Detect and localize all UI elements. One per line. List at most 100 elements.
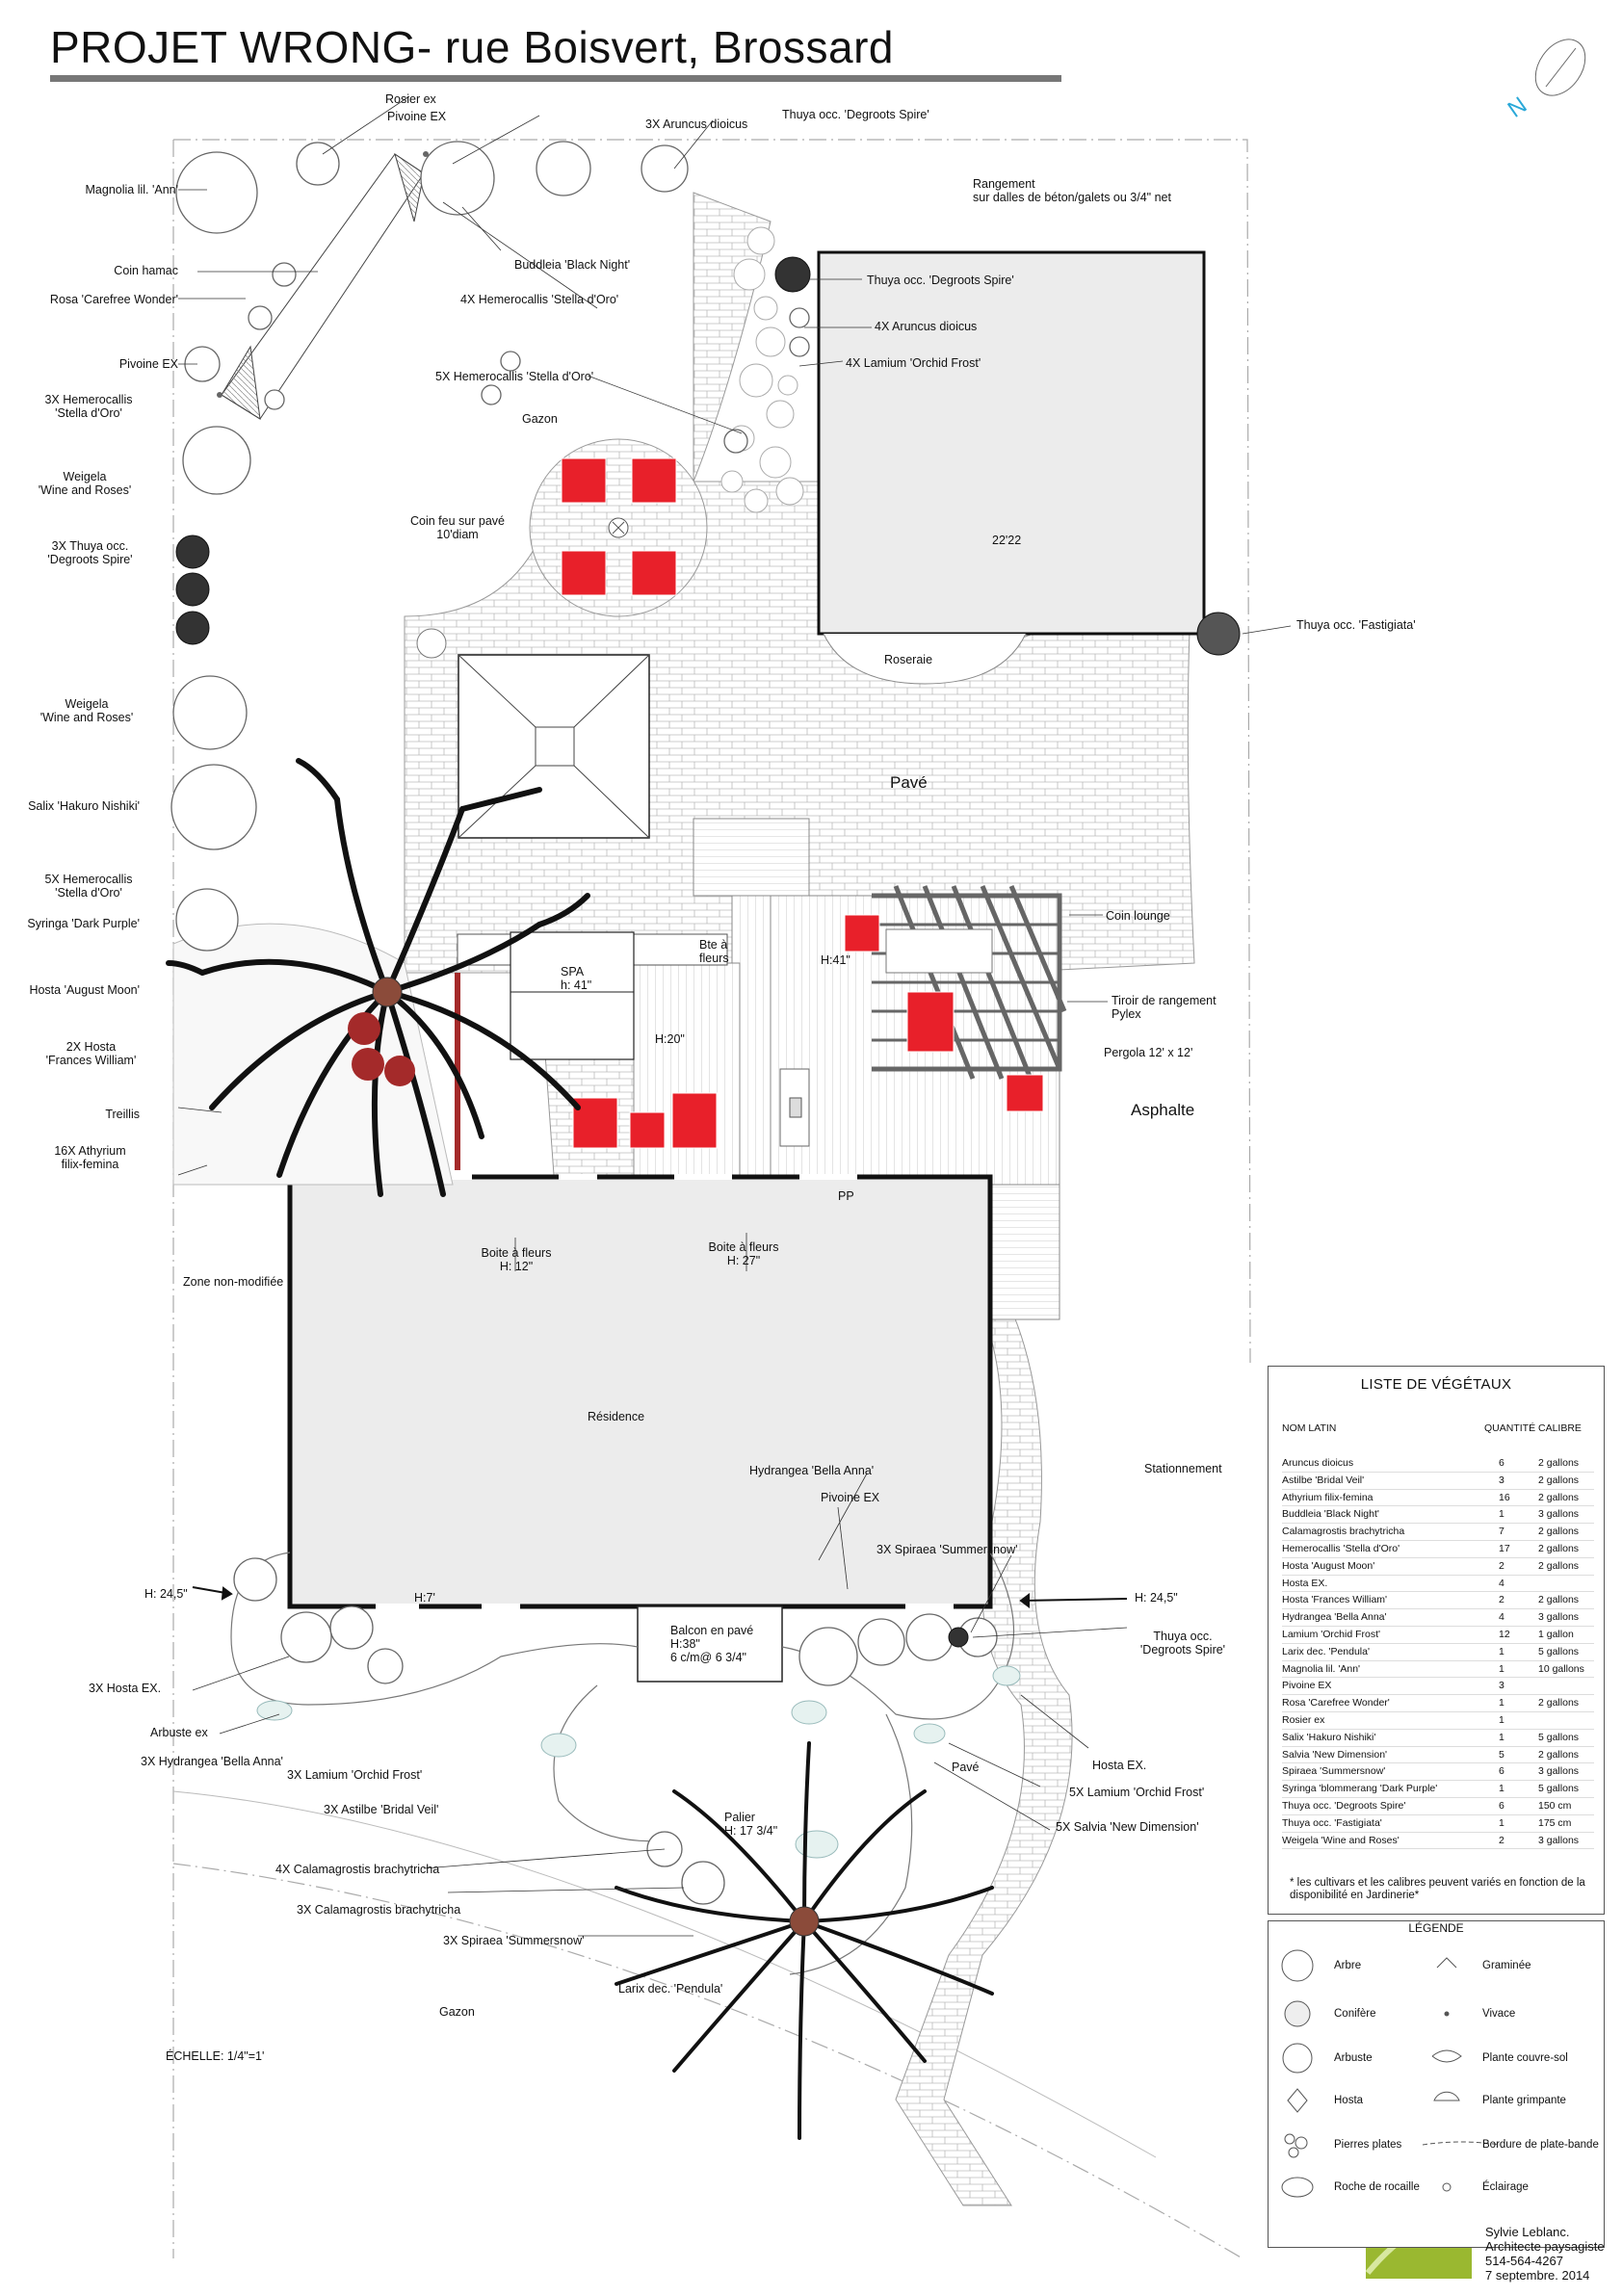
conifers	[175, 256, 1241, 1648]
label-hydrangea-ba: Hydrangea 'Bella Anna'	[749, 1464, 875, 1477]
header-quantite: QUANTITÉ	[1484, 1422, 1536, 1434]
plant-calibre: 2 gallons	[1538, 1474, 1580, 1486]
plant-qty: 17	[1499, 1542, 1510, 1554]
plant-list-panel: LISTE DE VÉGÉTAUX NOM LATIN QUANTITÉ CAL…	[1268, 1366, 1605, 1915]
label-aruncus-top: 3X Aruncus dioicus	[645, 117, 748, 131]
label-h245-right: H: 24,5"	[1135, 1591, 1178, 1605]
label-spiraea-3x-b: 3X Spiraea 'Summersnow'	[443, 1934, 585, 1947]
header-nom: NOM LATIN	[1282, 1422, 1337, 1434]
label-thuya-top: Thuya occ. 'Degroots Spire'	[782, 108, 929, 121]
plant-calibre: 2 gallons	[1538, 1748, 1580, 1761]
plant-name: Hemerocallis 'Stella d'Oro'	[1282, 1542, 1400, 1554]
plant-name: Lamium 'Orchid Frost'	[1282, 1628, 1381, 1640]
plant-name: Hosta 'Frances William'	[1282, 1594, 1388, 1606]
label-hemero-3x: 3X Hemerocallis 'Stella d'Oro'	[44, 393, 133, 420]
author-date: 7 septembre. 2014	[1485, 2268, 1590, 2283]
label-roseraie: Roseraie	[884, 653, 933, 666]
label-weigela-2: Weigela 'Wine and Roses'	[39, 697, 134, 724]
label-coin-hamac: Coin hamac	[114, 264, 178, 277]
label-arbuste-ex: Arbuste ex	[150, 1726, 208, 1739]
plant-calibre: 2 gallons	[1538, 1542, 1580, 1554]
plant-name: Hosta EX.	[1282, 1577, 1328, 1589]
plant-name: Syringa 'blommerang 'Dark Purple'	[1282, 1783, 1438, 1795]
salix-trunk	[372, 977, 403, 1007]
plant-qty: 3	[1499, 1680, 1504, 1692]
fire-chairs	[561, 457, 677, 596]
plant-calibre: 2 gallons	[1538, 1526, 1580, 1538]
plant-calibre: 3 gallons	[1538, 1508, 1580, 1521]
plant-calibre: 3 gallons	[1538, 1834, 1580, 1846]
label-salvia-5x: 5X Salvia 'New Dimension'	[1056, 1820, 1199, 1834]
salix-canopy-marks	[348, 1012, 415, 1086]
plant-calibre: 10 gallons	[1538, 1662, 1584, 1675]
label-athyrium: 16X Athyrium filix-femina	[54, 1144, 126, 1171]
plant-list-note: * les cultivars et les calibres peuvent …	[1290, 1877, 1585, 1901]
legend-graminee: Graminée	[1482, 1960, 1531, 1971]
page-title: PROJET WRONG- rue Boisvert, Brossard	[50, 22, 894, 72]
plant-name: Thuya occ. 'Fastigiata'	[1282, 1816, 1382, 1829]
plant-calibre: 3 gallons	[1538, 1765, 1580, 1778]
plant-list-title: LISTE DE VÉGÉTAUX	[1360, 1376, 1512, 1393]
plant-qty: 1	[1499, 1713, 1504, 1726]
plant-qty: 6	[1499, 1457, 1504, 1469]
plant-calibre: 5 gallons	[1538, 1645, 1580, 1657]
label-rosier-ex: Rosier ex	[385, 92, 436, 106]
plant-name: Calamagrostis brachytricha	[1282, 1526, 1405, 1538]
label-residence: Résidence	[588, 1410, 645, 1423]
label-calam-3x: 3X Calamagrostis brachytricha	[297, 1903, 461, 1917]
author-role: Architecte paysagiste	[1485, 2239, 1605, 2254]
legend-symbols	[1281, 1949, 1501, 2198]
label-hydrangea-3x: 3X Hydrangea 'Bella Anna'	[141, 1755, 283, 1768]
label-zone-nm: Zone non-modifiée	[183, 1275, 284, 1289]
label-hosta-fw: 2X Hosta 'Frances William'	[45, 1040, 137, 1067]
label-pp: PP	[838, 1189, 854, 1203]
plant-qty: 6	[1499, 1799, 1504, 1812]
legend-hosta: Hosta	[1334, 2095, 1364, 2106]
plant-qty: 5	[1499, 1748, 1504, 1761]
label-hosta-3x: 3X Hosta EX.	[89, 1682, 162, 1695]
label-h41: H:41"	[821, 953, 850, 967]
plant-calibre: 1 gallon	[1538, 1628, 1574, 1640]
label-thuya-garage: Thuya occ. 'Degroots Spire'	[867, 274, 1014, 287]
plant-qty: 12	[1499, 1628, 1510, 1640]
plant-qty: 1	[1499, 1508, 1504, 1521]
label-rosa: Rosa 'Carefree Wonder'	[49, 293, 178, 306]
legend-roche: Roche de rocaille	[1334, 2181, 1420, 2193]
label-asphalte: Asphalte	[1131, 1101, 1195, 1119]
plant-calibre: 3 gallons	[1538, 1611, 1580, 1624]
label-syringa: Syringa 'Dark Purple'	[27, 917, 140, 930]
plant-qty: 1	[1499, 1816, 1504, 1829]
plant-name: Rosa 'Carefree Wonder'	[1282, 1697, 1390, 1709]
label-lamium-4x: 4X Lamium 'Orchid Frost'	[846, 356, 981, 370]
label-aruncus-4x: 4X Aruncus dioicus	[875, 320, 978, 333]
label-balcon: Balcon en pavé H:38" 6 c/m@ 6 3/4"	[670, 1624, 754, 1664]
label-pivoine-ex-top: Pivoine EX	[387, 110, 447, 123]
legend-conifere: Conifère	[1334, 2008, 1376, 2020]
plant-name: Salvia 'New Dimension'	[1282, 1748, 1388, 1761]
property-lines	[172, 139, 1251, 2259]
legend-eclairage: Éclairage	[1482, 2181, 1529, 2193]
label-rangement: Rangement sur dalles de béton/galets ou …	[973, 177, 1171, 204]
plant-qty: 1	[1499, 1731, 1504, 1743]
label-calam-4x: 4X Calamagrostis brachytricha	[275, 1863, 440, 1876]
larix-tree-branches	[615, 1741, 994, 2140]
plant-calibre: 5 gallons	[1538, 1731, 1580, 1743]
label-magnolia: Magnolia lil. 'Ann'	[85, 183, 179, 196]
plant-name: Astilbe 'Bridal Veil'	[1282, 1474, 1365, 1486]
label-coin-feu: Coin feu sur pavé 10'diam	[410, 514, 505, 541]
label-thuya-3x: 3X Thuya occ. 'Degroots Spire'	[47, 539, 133, 566]
garage	[817, 250, 1206, 636]
plant-name: Magnolia lil. 'Ann'	[1282, 1662, 1361, 1675]
